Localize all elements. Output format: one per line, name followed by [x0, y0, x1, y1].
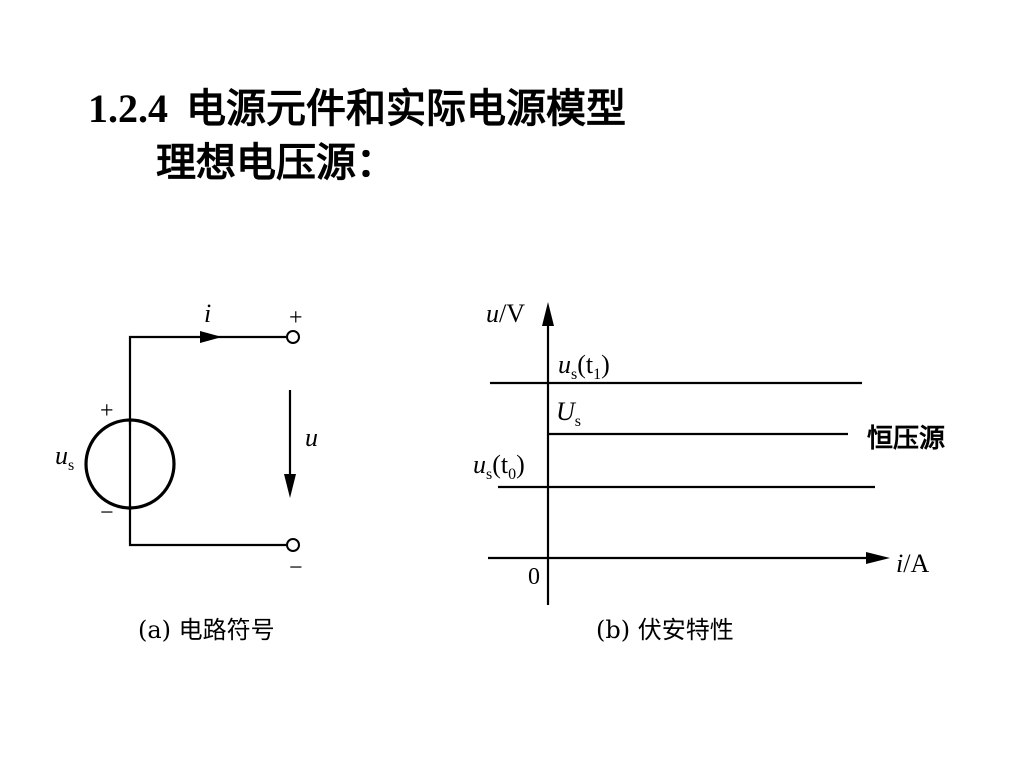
- origin-label: 0: [528, 564, 540, 590]
- x-axis-arrow-icon: [866, 552, 890, 564]
- section-subtitle: 理想电压源：: [156, 139, 396, 186]
- top-wire: [128, 335, 286, 425]
- voltage-label: u: [305, 423, 318, 452]
- circuit-diagram: [84, 330, 300, 552]
- voltage-arrow-icon: [284, 474, 296, 498]
- source-label: us: [55, 441, 74, 474]
- source-plus-label: +: [100, 398, 114, 424]
- slide-heading: 1.2.4 电源元件和实际电源模型 理想电压源：: [88, 82, 626, 190]
- terminal-plus-label: +: [289, 305, 303, 331]
- x-axis-label: i/A: [896, 549, 929, 578]
- source-minus-label: −: [100, 500, 114, 526]
- characteristic-caption: (b) 伏安特性: [596, 616, 734, 644]
- terminal-bottom: [286, 538, 300, 552]
- label-us-t1: us(t1): [558, 350, 610, 383]
- bottom-wire: [128, 505, 286, 547]
- current-label: i: [204, 299, 211, 328]
- constant-source-annotation: 恒压源: [867, 424, 945, 454]
- y-axis-arrow-icon: [542, 302, 554, 326]
- y-axis-label: u/V: [486, 299, 525, 328]
- current-arrow-icon: [200, 331, 222, 343]
- characteristic-plot: [488, 302, 890, 605]
- terminal-minus-label: −: [289, 555, 303, 581]
- label-us-t0: us(t0): [473, 450, 525, 483]
- label-Us: Us: [556, 397, 581, 430]
- section-title: 电源元件和实际电源模型: [186, 85, 626, 132]
- terminal-top: [286, 330, 300, 344]
- circuit-caption: (a) 电路符号: [138, 616, 275, 644]
- section-number: 1.2.4: [88, 86, 168, 131]
